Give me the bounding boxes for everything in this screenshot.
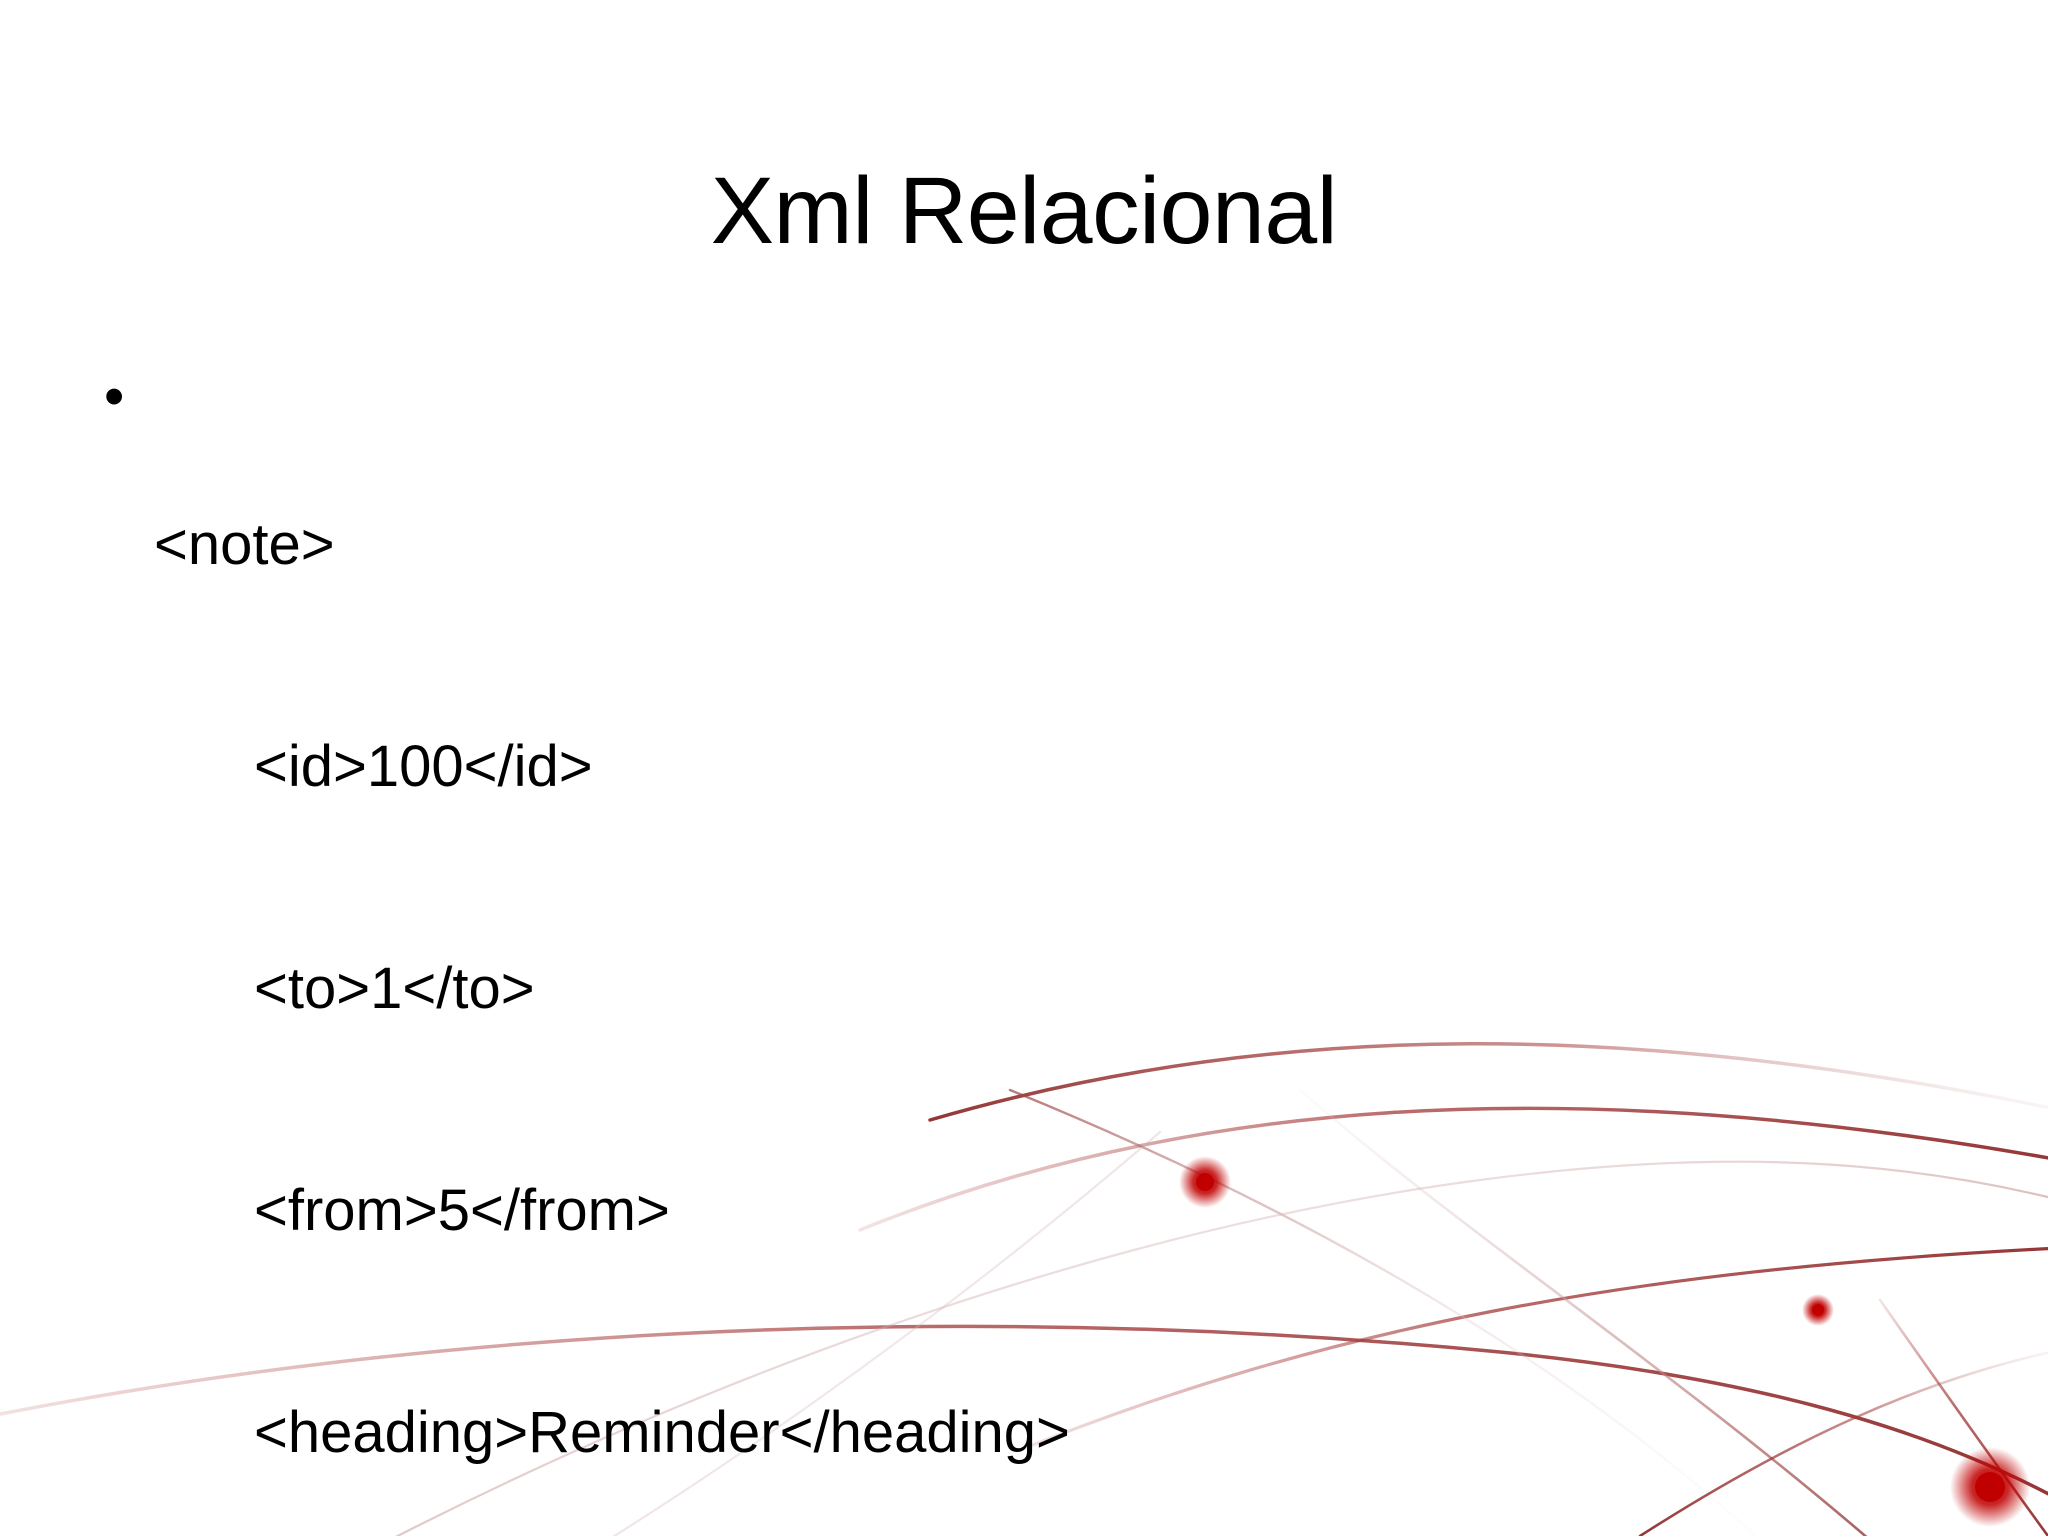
code-line: <to>1</to> bbox=[254, 956, 535, 1021]
slide-body: • <note> <id>100</id> <to>1</to> <from>5… bbox=[96, 360, 1976, 1536]
list-item: • <note> <id>100</id> <to>1</to> <from>5… bbox=[96, 360, 1976, 1536]
code-line: <note> bbox=[154, 512, 335, 577]
code-line: <heading>Reminder</heading> bbox=[254, 1400, 1070, 1465]
code-line: <from>5</from> bbox=[254, 1178, 670, 1243]
slide-title: Xml Relacional bbox=[710, 157, 1338, 264]
decor-node bbox=[1975, 1472, 2005, 1502]
xml-code-block: <note> <id>100</id> <to>1</to> <from>5</… bbox=[154, 360, 1976, 1536]
bullet-point-icon: • bbox=[104, 364, 125, 429]
code-line: <id>100</id> bbox=[254, 734, 593, 799]
